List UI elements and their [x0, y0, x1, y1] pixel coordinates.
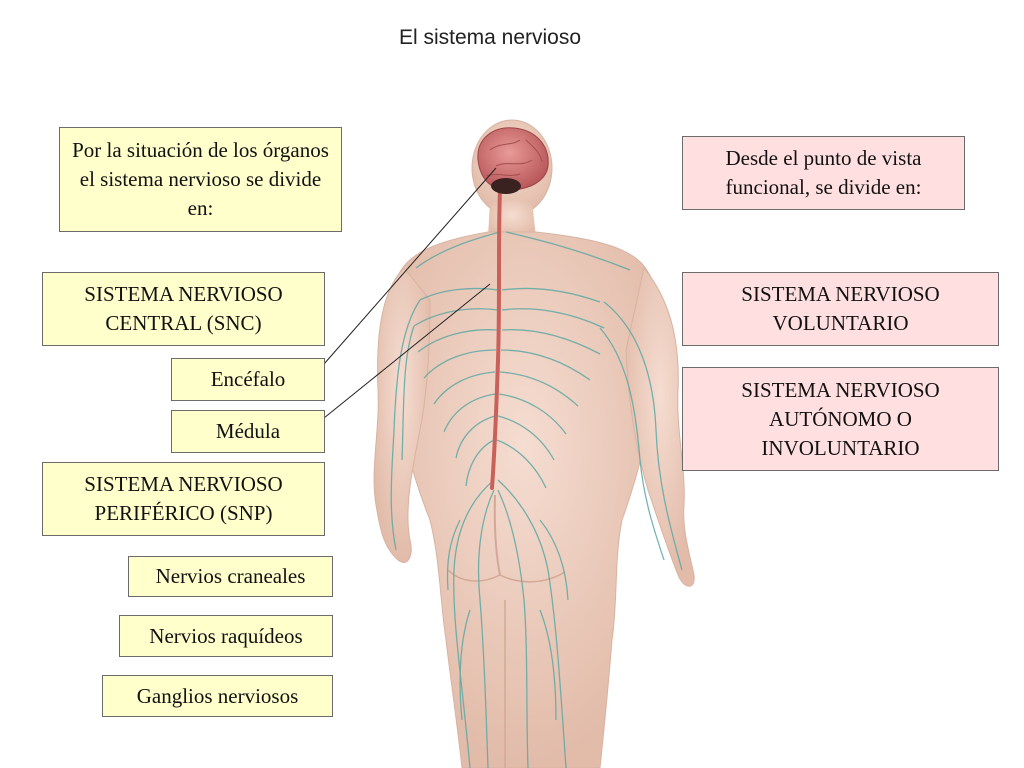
peripheral-nerves [390, 231, 683, 768]
sn-autonomo-box: SISTEMA NERVIOSO AUTÓNOMO O INVOLUNTARIO [682, 367, 999, 471]
snp-box: SISTEMA NERVIOSO PERIFÉRICO (SNP) [42, 462, 325, 536]
nervios-craneales-label: Nervios craneales [155, 564, 306, 588]
encefalo-box: Encéfalo [171, 358, 325, 401]
sn-voluntario-label: SISTEMA NERVIOSO VOLUNTARIO [741, 282, 940, 335]
leader-line-medula [323, 283, 491, 419]
medula-box: Médula [171, 410, 325, 453]
encefalo-label: Encéfalo [210, 367, 286, 391]
page-title: El sistema nervioso [398, 26, 582, 49]
classification-by-location-text: Por la situación de los órganos el siste… [72, 138, 329, 220]
leader-line-encefalo [323, 167, 497, 365]
ganglios-nerviosos-box: Ganglios nerviosos [102, 675, 333, 717]
nervios-raquideos-box: Nervios raquídeos [119, 615, 333, 657]
snc-box: SISTEMA NERVIOSO CENTRAL (SNC) [42, 272, 325, 346]
spinal-cord [490, 188, 502, 490]
sn-autonomo-label: SISTEMA NERVIOSO AUTÓNOMO O INVOLUNTARIO [741, 377, 940, 460]
ganglios-nerviosos-label: Ganglios nerviosos [136, 683, 299, 708]
classification-by-location-box: Por la situación de los órganos el siste… [59, 127, 342, 232]
sn-voluntario-box: SISTEMA NERVIOSO VOLUNTARIO [682, 272, 999, 346]
classification-by-function-box: Desde el punto de vista funcional, se di… [682, 136, 965, 210]
brain [477, 127, 549, 194]
snc-label: SISTEMA NERVIOSO CENTRAL (SNC) [84, 282, 283, 335]
body-silhouette [373, 119, 695, 768]
classification-by-function-text: Desde el punto de vista funcional, se di… [725, 146, 922, 199]
nervios-craneales-box: Nervios craneales [128, 556, 333, 597]
snp-label: SISTEMA NERVIOSO PERIFÉRICO (SNP) [84, 472, 283, 525]
medula-label: Médula [215, 419, 281, 443]
nervios-raquideos-label: Nervios raquídeos [149, 623, 303, 648]
